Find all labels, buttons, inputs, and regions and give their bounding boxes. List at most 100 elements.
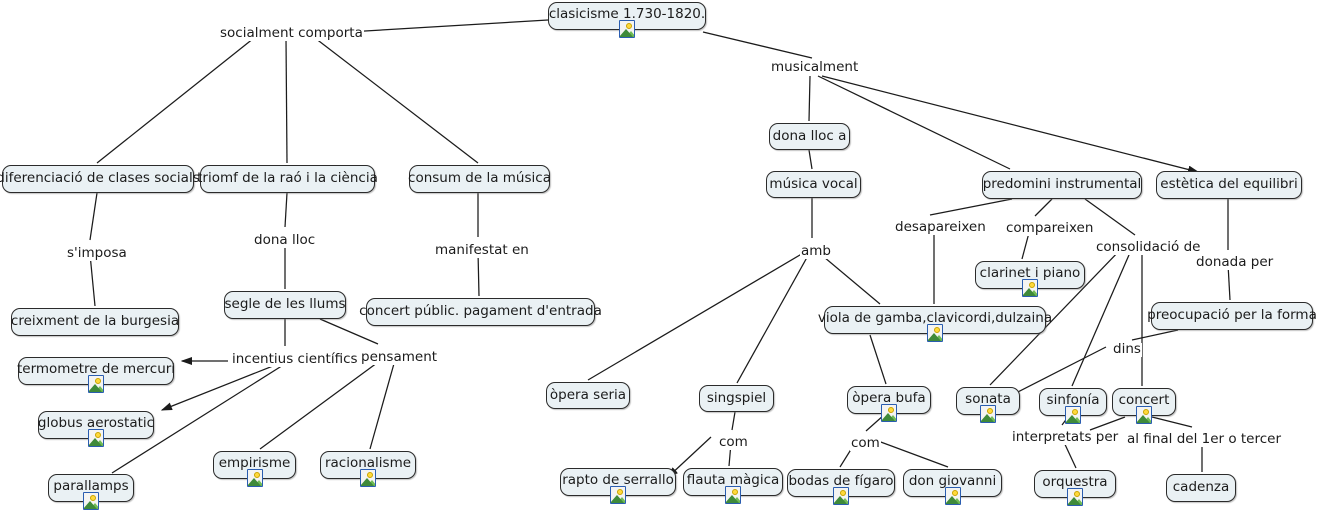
node-estetica[interactable]: estètica del equilibri (1156, 171, 1302, 199)
edge-e-pensament-empirisme (259, 359, 382, 450)
node-dona_lloc_a[interactable]: dona lloc a (769, 123, 850, 150)
node-singspiel[interactable]: singspiel (699, 385, 774, 412)
node-clasicisme[interactable]: clasicisme 1.730-1820. (548, 2, 706, 38)
image-icon[interactable] (83, 492, 99, 510)
image-icon[interactable] (927, 324, 943, 342)
node-dif_clases[interactable]: diferenciació de clases socials (0, 165, 200, 193)
node-orquestra[interactable]: orquestra (1034, 470, 1116, 506)
image-icon[interactable] (88, 375, 104, 393)
node-musica_vocal[interactable]: música vocal (766, 171, 861, 198)
edge-e-clasicisme-socialment (347, 19, 549, 33)
edge-label-consolidacio: consolidació de (1095, 239, 1202, 255)
node-globus[interactable]: globus aerostatic (38, 411, 154, 447)
node-sonata[interactable]: sonata (956, 387, 1020, 423)
edge-e-viola-operabufa (869, 334, 887, 385)
node-viola_gamba[interactable]: viola de gamba,clavicordi,dulzaina (818, 306, 1052, 342)
hill-glyph (1066, 415, 1079, 423)
edge-label-compareixen: compareixen (1005, 220, 1095, 236)
node-label: racionalisme (324, 455, 412, 472)
edge-e-socialment-consum (314, 37, 479, 164)
node-empirisme[interactable]: empirisme (213, 451, 296, 487)
node-termometre[interactable]: termometre de mercuri (17, 357, 175, 393)
node-label: clarinet i piano (979, 265, 1081, 282)
edge-e-dins-preocupacio (1131, 329, 1179, 341)
image-icon[interactable] (246, 469, 263, 487)
edge-label-dona_lloc: dona lloc (253, 232, 317, 248)
edge-e-triomf-donalloc (284, 192, 288, 228)
sun-glyph (1072, 408, 1078, 415)
sun-glyph (732, 488, 738, 495)
node-label: bodas de fígaro (788, 473, 894, 490)
edge-e-dif-simposa (89, 192, 98, 241)
node-segle_llums[interactable]: segle de les llums (224, 291, 346, 319)
edge-label-desapareixen: desapareixen (894, 219, 987, 235)
node-label: singspiel (706, 389, 767, 406)
sun-glyph (95, 377, 101, 384)
image-icon[interactable] (833, 487, 849, 505)
edge-e-socialment-dif (96, 37, 255, 164)
hill-glyph (928, 333, 941, 341)
edge-label-al_final: al final del 1er o tercer (1126, 431, 1283, 447)
image-icon[interactable] (1022, 279, 1038, 297)
hill-glyph (611, 495, 624, 503)
node-opera_seria[interactable]: òpera seria (546, 382, 630, 409)
edge-e-incentius-globus (160, 361, 284, 411)
node-preocupacio[interactable]: preocupació per la forma (1147, 302, 1317, 330)
node-label: estètica del equilibri (1160, 176, 1298, 193)
node-label: cadenza (1172, 479, 1230, 496)
sun-glyph (987, 407, 993, 414)
image-icon[interactable] (360, 469, 376, 487)
image-icon[interactable] (610, 486, 626, 504)
sun-glyph (1143, 408, 1149, 415)
image-icon[interactable] (980, 405, 996, 423)
sun-glyph (626, 22, 632, 29)
image-icon[interactable] (1065, 406, 1081, 424)
sun-glyph (840, 489, 846, 496)
image-icon[interactable] (725, 486, 741, 504)
node-opera_bufa[interactable]: òpera bufa (847, 386, 931, 422)
hill-glyph (89, 384, 102, 392)
node-label: viola de gamba,clavicordi,dulzaina (817, 310, 1053, 327)
node-don_giovanni[interactable]: don giovanni (903, 469, 1002, 505)
node-consum_musica[interactable]: consum de la música (408, 165, 551, 193)
node-cadenza[interactable]: cadenza (1166, 474, 1236, 502)
node-predomini[interactable]: predomini instrumental (982, 171, 1142, 199)
node-racionalisme[interactable]: racionalisme (320, 451, 416, 487)
node-concert_public[interactable]: concert públic. pagament d'entrada (359, 298, 602, 326)
image-icon[interactable] (881, 404, 897, 422)
node-rapto[interactable]: rapto de serrallo (560, 468, 676, 504)
hill-glyph (247, 478, 261, 486)
edge-label-com1: com (718, 434, 749, 450)
node-flauta[interactable]: flauta màgica (683, 468, 783, 504)
node-creixement[interactable]: creixment de la burgesia (11, 308, 179, 336)
edge-label-pensament: pensament (360, 349, 439, 365)
node-bodas_figaro[interactable]: bodas de fígaro (787, 469, 895, 505)
edge-label-manifestat: manifestat en (434, 242, 530, 258)
node-parallamps[interactable]: parallamps (48, 474, 134, 510)
node-clarinet_piano[interactable]: clarinet i piano (975, 261, 1085, 297)
edge-e-amb-singspiel (736, 251, 811, 384)
edge-e-singspiel-com1 (731, 411, 736, 431)
hill-glyph (726, 495, 739, 503)
node-label: parallamps (53, 478, 129, 495)
image-icon[interactable] (944, 487, 961, 505)
edge-e-clasicisme-musical (702, 31, 813, 59)
sun-glyph (1074, 490, 1080, 497)
edge-label-dins: dins (1112, 341, 1142, 357)
node-triomf_rao[interactable]: triomf de la raó i la ciència (197, 165, 378, 193)
node-label: clasicisme 1.730-1820. (548, 6, 706, 23)
node-sinfonia[interactable]: sinfonía (1039, 388, 1107, 424)
hill-glyph (882, 413, 895, 421)
node-label: consum de la música (408, 170, 551, 187)
node-label: sonata (965, 391, 1011, 408)
node-label: concert (1118, 392, 1170, 409)
sun-glyph (95, 431, 101, 438)
node-label: preocupació per la forma (1147, 307, 1317, 324)
image-icon[interactable] (1067, 488, 1083, 506)
hill-glyph (1068, 497, 1081, 505)
image-icon[interactable] (619, 20, 635, 38)
hill-glyph (361, 478, 374, 486)
image-icon[interactable] (88, 429, 104, 447)
image-icon[interactable] (1136, 406, 1152, 424)
node-concert[interactable]: concert (1112, 388, 1176, 424)
